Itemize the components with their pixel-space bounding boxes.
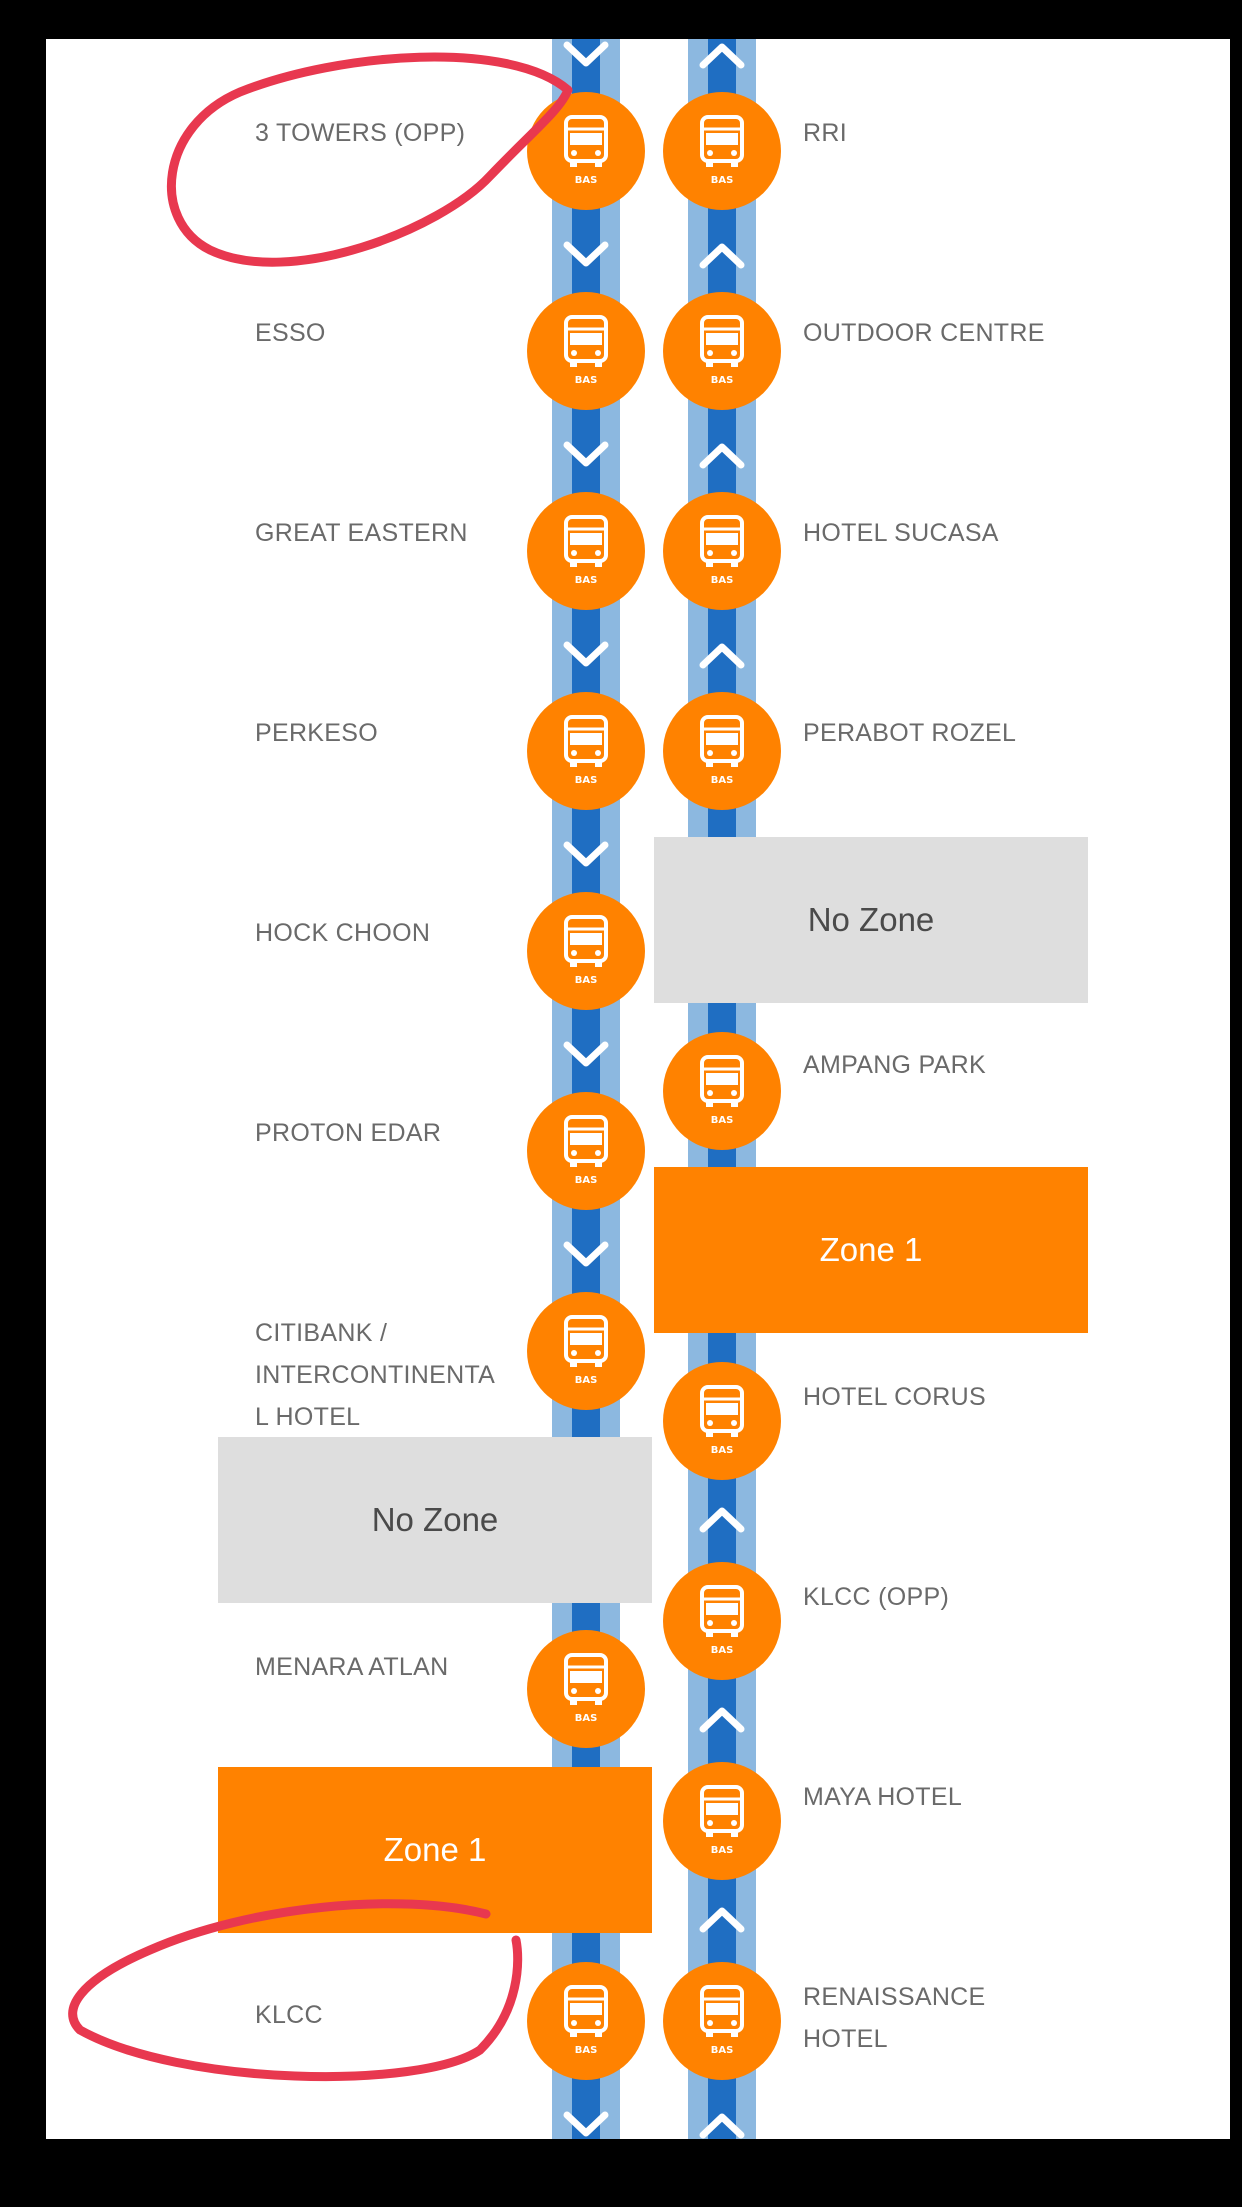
left-stop-marker[interactable]: BAS	[527, 292, 645, 410]
chevron-up-icon	[699, 1907, 745, 1933]
left-stop-marker[interactable]: BAS	[527, 892, 645, 1010]
right-stop-label: MAYA HOTEL	[803, 1783, 963, 1811]
bus-icon: BAS	[564, 1985, 608, 2056]
bus-icon: BAS	[700, 1585, 744, 1656]
bus-badge-text: BAS	[711, 175, 734, 186]
left-stop-label: KLCC	[255, 2001, 323, 2029]
left-stop-label: 3 TOWERS (OPP)	[255, 119, 466, 147]
left-stop-marker[interactable]: BAS	[527, 692, 645, 810]
chevron-up-icon	[699, 243, 745, 269]
bus-badge-text: BAS	[575, 175, 598, 186]
chevron-down-icon	[563, 1241, 609, 1267]
left-stop-marker[interactable]: BAS	[527, 1630, 645, 1748]
right-stop-label: PERABOT ROZEL	[803, 719, 1017, 747]
chevron-up-icon	[699, 2113, 745, 2139]
chevron-up-icon	[699, 1707, 745, 1733]
chevron-up-icon	[699, 43, 745, 69]
bus-badge-text: BAS	[575, 2045, 598, 2056]
chevron-down-icon	[563, 2111, 609, 2137]
bus-icon: BAS	[700, 515, 744, 586]
bus-icon: BAS	[564, 1115, 608, 1186]
right-stop-marker[interactable]: BAS	[663, 492, 781, 610]
left-stop-label: PERKESO	[255, 719, 378, 747]
bus-badge-text: BAS	[575, 575, 598, 586]
bus-badge-text: BAS	[575, 375, 598, 386]
right-stop-marker[interactable]: BAS	[663, 1762, 781, 1880]
bus-badge-text: BAS	[575, 1375, 598, 1386]
right-stop-marker[interactable]: BAS	[663, 1562, 781, 1680]
chevron-down-icon	[563, 441, 609, 467]
chevron-up-icon	[699, 1507, 745, 1533]
left-stop-label: MENARA ATLAN	[255, 1653, 449, 1681]
left-stop-marker[interactable]: BAS	[527, 1292, 645, 1410]
chevron-down-icon	[563, 841, 609, 867]
chevron-down-icon	[563, 241, 609, 267]
right-stop-label: HOTEL CORUS	[803, 1383, 986, 1411]
right-stop-label: KLCC (OPP)	[803, 1583, 950, 1611]
chevron-up-icon	[699, 443, 745, 469]
bus-icon: BAS	[564, 1315, 608, 1386]
bus-badge-text: BAS	[711, 1845, 734, 1856]
bus-badge-text: BAS	[711, 2045, 734, 2056]
bus-icon: BAS	[700, 1785, 744, 1856]
bus-icon: BAS	[700, 715, 744, 786]
right-stop-label: RRI	[803, 119, 847, 147]
bus-badge-text: BAS	[711, 1445, 734, 1456]
bus-icon: BAS	[700, 1985, 744, 2056]
chevron-down-icon	[563, 641, 609, 667]
right-stop-label: AMPANG PARK	[803, 1051, 986, 1079]
bus-icon: BAS	[700, 1385, 744, 1456]
left-zone-banner-zone-1: Zone 1	[218, 1767, 652, 1933]
bus-badge-text: BAS	[711, 375, 734, 386]
bus-badge-text: BAS	[711, 575, 734, 586]
bus-icon: BAS	[564, 515, 608, 586]
right-stop-label: OUTDOOR CENTRE	[803, 319, 1045, 347]
right-stop-marker[interactable]: BAS	[663, 692, 781, 810]
left-stop-label: GREAT EASTERN	[255, 519, 468, 547]
left-stop-marker[interactable]: BAS	[527, 92, 645, 210]
right-stop-marker[interactable]: BAS	[663, 1362, 781, 1480]
bus-icon: BAS	[700, 115, 744, 186]
right-zone-banner-zone-1: Zone 1	[654, 1167, 1088, 1333]
chevron-down-icon	[563, 1041, 609, 1067]
left-stop-label: PROTON EDAR	[255, 1119, 442, 1147]
left-stop-marker[interactable]: BAS	[527, 1092, 645, 1210]
right-zone-banner-no-zone: No Zone	[654, 837, 1088, 1003]
chevron-up-icon	[699, 643, 745, 669]
chevron-down-icon	[563, 41, 609, 67]
bus-badge-text: BAS	[711, 1645, 734, 1656]
right-stop-label: RENAISSANCE HOTEL	[803, 1983, 986, 2053]
right-stop-marker[interactable]: BAS	[663, 1032, 781, 1150]
bus-icon: BAS	[700, 1055, 744, 1126]
bus-icon: BAS	[564, 915, 608, 986]
left-stop-label: HOCK CHOON	[255, 919, 431, 947]
bus-icon: BAS	[700, 315, 744, 386]
right-stop-marker[interactable]: BAS	[663, 292, 781, 410]
route-map-screen: BAS 3 TOWERS (OPP) BAS ESSO BAS GREAT EASTERN…	[46, 39, 1230, 2139]
bus-badge-text: BAS	[575, 775, 598, 786]
left-zone-banner-no-zone: No Zone	[218, 1437, 652, 1603]
right-stop-marker[interactable]: BAS	[663, 92, 781, 210]
bus-icon: BAS	[564, 1653, 608, 1724]
bus-icon: BAS	[564, 715, 608, 786]
bus-badge-text: BAS	[575, 1713, 598, 1724]
bus-badge-text: BAS	[575, 1175, 598, 1186]
left-stop-marker[interactable]: BAS	[527, 492, 645, 610]
left-stop-marker[interactable]: BAS	[527, 1962, 645, 2080]
bus-badge-text: BAS	[711, 1115, 734, 1126]
left-stop-label: ESSO	[255, 319, 326, 347]
right-stop-marker[interactable]: BAS	[663, 1962, 781, 2080]
bus-badge-text: BAS	[711, 775, 734, 786]
left-stop-label: CITIBANK / INTERCONTINENTA L HOTEL	[255, 1319, 496, 1431]
bus-badge-text: BAS	[575, 975, 598, 986]
bus-icon: BAS	[564, 315, 608, 386]
bus-icon: BAS	[564, 115, 608, 186]
right-stop-label: HOTEL SUCASA	[803, 519, 999, 547]
